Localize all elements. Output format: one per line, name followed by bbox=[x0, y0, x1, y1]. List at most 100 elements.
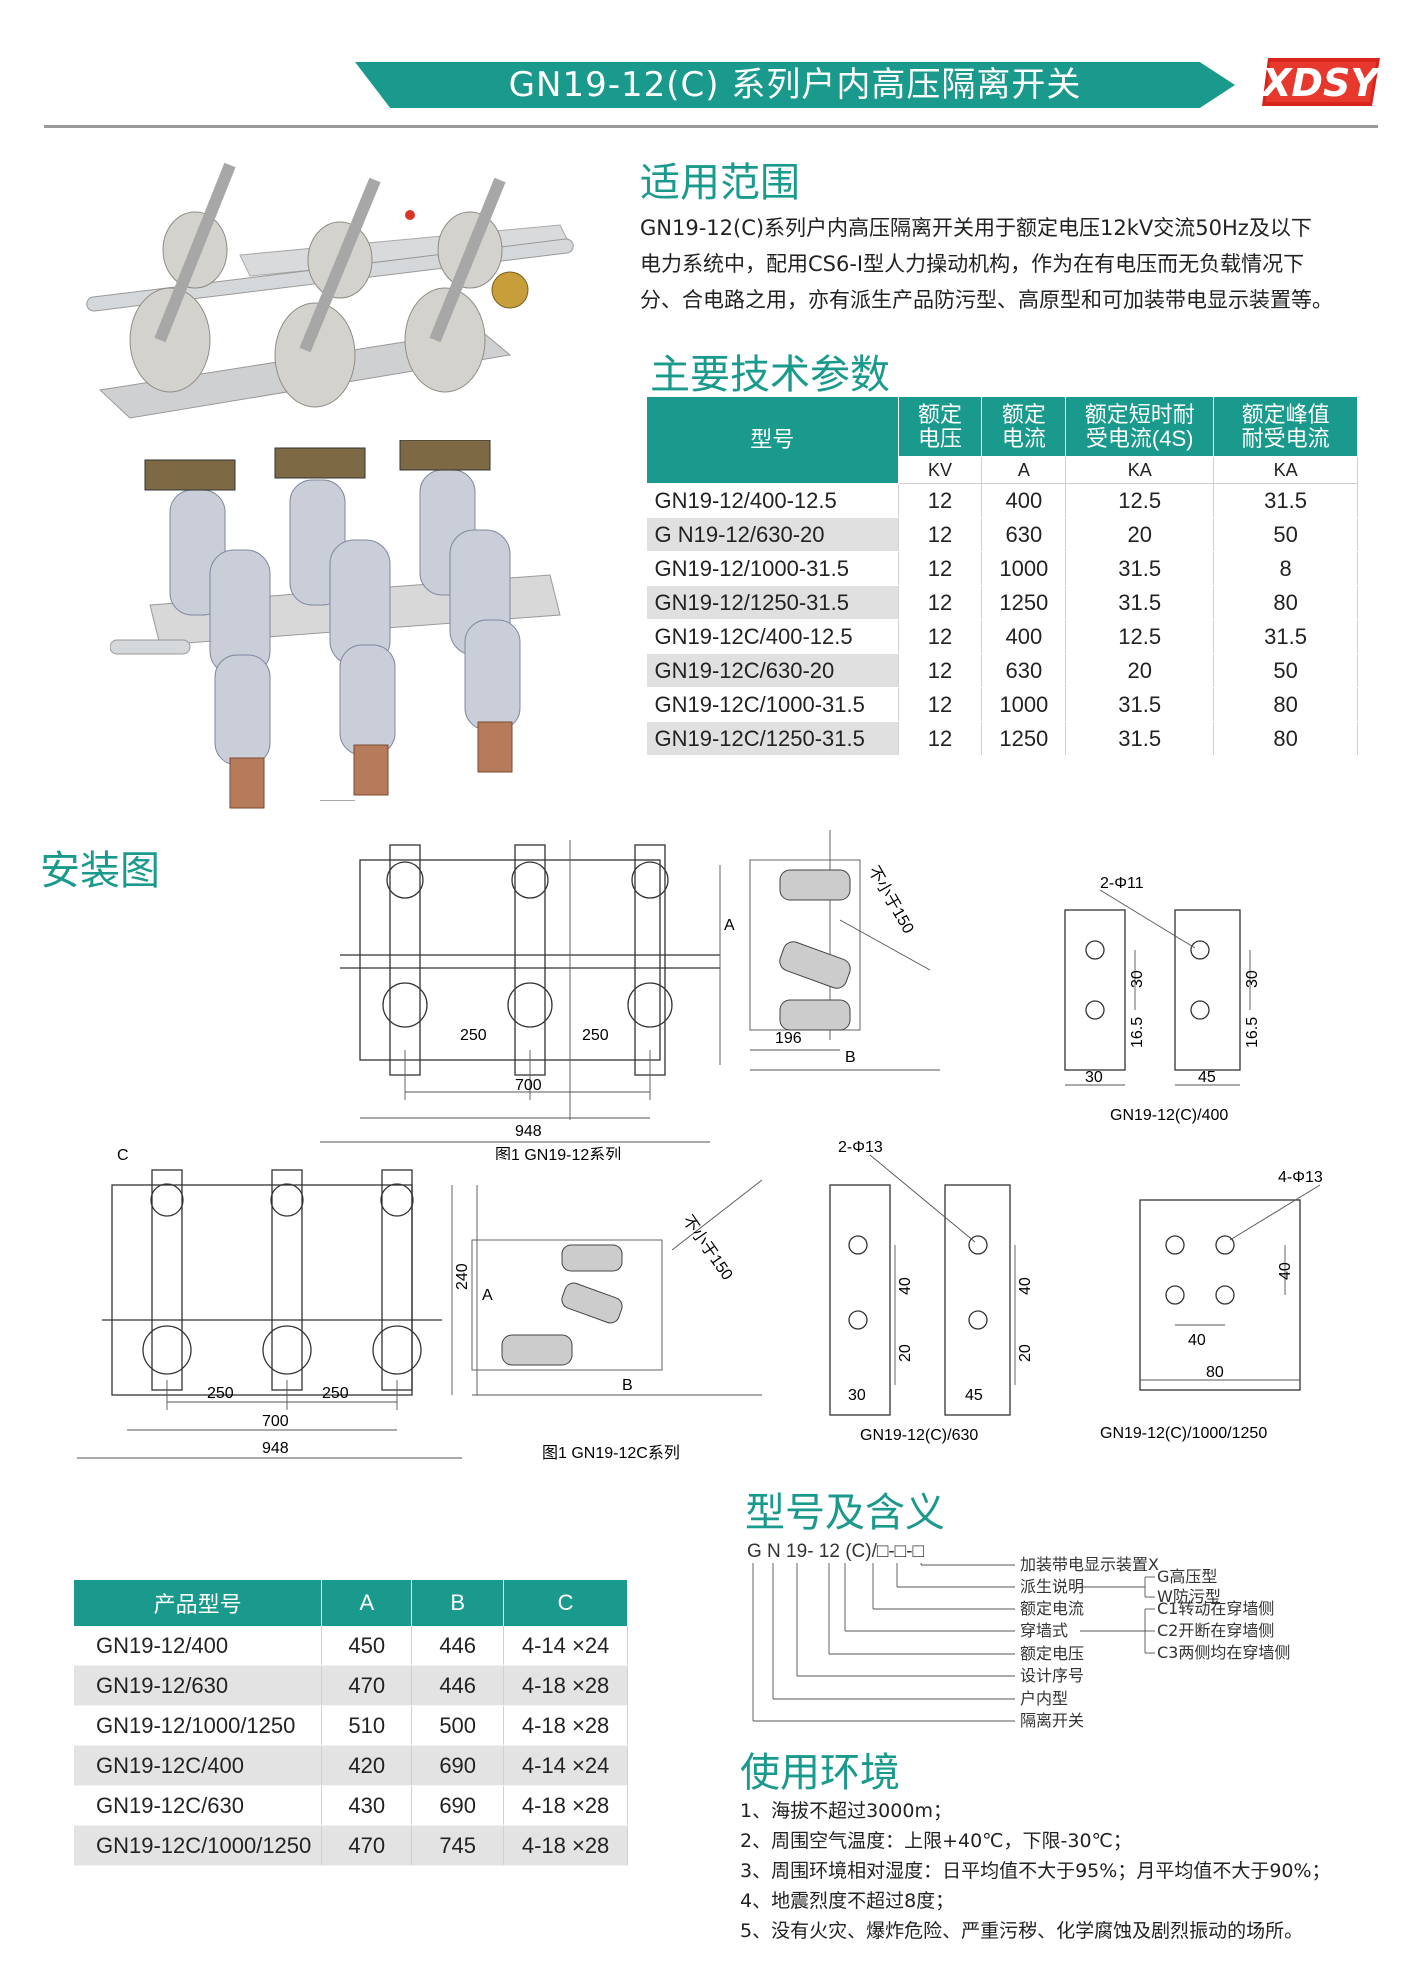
cell: GN19-12/400 bbox=[74, 1626, 323, 1666]
dim-948c: 948 bbox=[262, 1440, 289, 1457]
cell: 470 bbox=[321, 1665, 413, 1706]
scope-line: 电力系统中，配用CS6-I型人力操动机构，作为在有电压而无负载情况下 bbox=[640, 252, 1305, 276]
dims-header-model: 产品型号 bbox=[74, 1580, 323, 1626]
cell: 1000 bbox=[981, 687, 1067, 722]
scope-line: 分、合电路之用，亦有派生产品防污型、高原型和可加装带电显示装置等。 bbox=[640, 288, 1333, 312]
dim-b: B bbox=[845, 1049, 856, 1066]
unit-cell: KV bbox=[898, 456, 983, 484]
dim-cc: C bbox=[117, 1147, 129, 1164]
cell: GN19-12C/630-20 bbox=[646, 653, 899, 688]
meaning-item: 派生说明 bbox=[1020, 1577, 1084, 1596]
cell: GN19-12C/400-12.5 bbox=[646, 619, 899, 654]
cell: 630 bbox=[981, 517, 1067, 552]
cell: GN19-12/1250-31.5 bbox=[646, 585, 899, 620]
product-photo-gn19-12c bbox=[110, 440, 561, 809]
plate400-w45: 45 bbox=[1198, 1069, 1216, 1086]
plate630-holes: 2-Φ13 bbox=[838, 1140, 883, 1156]
cell: 470 bbox=[321, 1825, 413, 1866]
dim-948: 948 bbox=[515, 1123, 542, 1140]
cell: 4-18 ×28 bbox=[503, 1825, 628, 1866]
cell: 80 bbox=[1213, 687, 1358, 722]
cell: GN19-12/630 bbox=[74, 1665, 323, 1706]
cell: 31.5 bbox=[1065, 721, 1215, 756]
plate400-w30: 30 bbox=[1085, 1069, 1103, 1086]
meaning-item: 额定电压 bbox=[1020, 1644, 1084, 1663]
plate400-d30b: 30 bbox=[1244, 970, 1261, 988]
cell: 12 bbox=[898, 721, 983, 756]
plate400-d30: 30 bbox=[1129, 970, 1146, 988]
cell: 4-18 ×28 bbox=[503, 1705, 628, 1746]
install-heading: 安装图 bbox=[40, 848, 160, 894]
cell: 20 bbox=[1065, 653, 1215, 688]
wall-item: C2开断在穿墙侧 bbox=[1157, 1621, 1274, 1640]
cell: GN19-12C/1000/1250 bbox=[74, 1825, 323, 1866]
install-drawing-gn19-12c: 240 A 250 250 700 948 C B 不小于150 图1 GN19… bbox=[77, 1147, 763, 1462]
cell: GN19-12C/1250-31.5 bbox=[646, 721, 899, 756]
unit-cell: KA bbox=[1213, 456, 1358, 484]
header-voltage: 额定 电压 bbox=[897, 396, 983, 457]
plate400-d16-5: 16.5 bbox=[1129, 1017, 1146, 1048]
meaning-item: 隔离开关 bbox=[1020, 1711, 1084, 1730]
plate400-caption: GN19-12(C)/400 bbox=[1110, 1107, 1228, 1124]
plate630-w45: 45 bbox=[965, 1387, 983, 1404]
plate630-d40b: 40 bbox=[1017, 1277, 1034, 1295]
cell: GN19-12/400-12.5 bbox=[646, 483, 899, 518]
cell: 630 bbox=[981, 653, 1067, 688]
cell: 12 bbox=[898, 653, 983, 688]
dim-700c: 700 bbox=[262, 1413, 289, 1430]
plate1000-d40v: 40 bbox=[1277, 1262, 1294, 1280]
cell: 510 bbox=[321, 1705, 413, 1746]
plate400-d16-5b: 16.5 bbox=[1244, 1017, 1261, 1048]
model-meaning-heading: 型号及含义 bbox=[745, 1490, 945, 1536]
dim-ac: A bbox=[482, 1287, 493, 1304]
environment-item: 1、海拔不超过3000m； bbox=[740, 1800, 952, 1822]
environment-item: 2、周围空气温度：上限+40℃，下限-30℃； bbox=[740, 1830, 1132, 1852]
cell: 4-14 ×24 bbox=[503, 1626, 628, 1666]
dim-700: 700 bbox=[515, 1077, 542, 1094]
dim-clearance: 不小于150 bbox=[865, 863, 918, 937]
plate630-d20b: 20 bbox=[1017, 1344, 1034, 1362]
plate1000-w80: 80 bbox=[1206, 1364, 1224, 1381]
cell: 31.5 bbox=[1065, 687, 1215, 722]
environment-item: 4、地震烈度不超过8度； bbox=[740, 1890, 955, 1912]
cell: 80 bbox=[1213, 585, 1358, 620]
plate1000-caption: GN19-12(C)/1000/1250 bbox=[1100, 1425, 1267, 1442]
dim-250a: 250 bbox=[460, 1027, 487, 1044]
cell: 80 bbox=[1213, 721, 1358, 756]
cell: 12 bbox=[898, 483, 983, 518]
model-meaning-diagram: G N 19- 12 (C)/□-□-□ 加装带电显示装置X 派生说明 额定电流… bbox=[747, 1541, 1290, 1730]
specs-heading: 主要技术参数 bbox=[650, 352, 890, 398]
cell: GN19-12/1000/1250 bbox=[74, 1705, 323, 1746]
cell: 12 bbox=[898, 551, 983, 586]
dims-header-c: C bbox=[503, 1580, 628, 1626]
environment-item: 5、没有火灾、爆炸危险、严重污秽、化学腐蚀及剧烈振动的场所。 bbox=[740, 1920, 1304, 1942]
figure-caption-2: 图1 GN19-12C系列 bbox=[542, 1444, 680, 1462]
cell: 50 bbox=[1213, 653, 1358, 688]
cell: 1000 bbox=[981, 551, 1067, 586]
cell: 690 bbox=[411, 1785, 505, 1826]
dim-a: A bbox=[724, 917, 735, 934]
plate630-d40: 40 bbox=[897, 1277, 914, 1295]
cell: GN19-12C/630 bbox=[74, 1785, 323, 1826]
cell: 745 bbox=[411, 1825, 505, 1866]
plate630-w30: 30 bbox=[848, 1387, 866, 1404]
scope-line: GN19-12(C)系列户内高压隔离开关用于额定电压12kV交流50Hz及以下 bbox=[640, 216, 1312, 240]
dim-bc: B bbox=[622, 1377, 633, 1394]
wall-item: C3两侧均在穿墙侧 bbox=[1157, 1643, 1290, 1662]
cell: 31.5 bbox=[1065, 585, 1215, 620]
dims-header-b: B bbox=[411, 1580, 505, 1626]
header-current: 额定 电流 bbox=[981, 396, 1067, 457]
meaning-item: 额定电流 bbox=[1020, 1599, 1084, 1618]
cell: 690 bbox=[411, 1745, 505, 1786]
